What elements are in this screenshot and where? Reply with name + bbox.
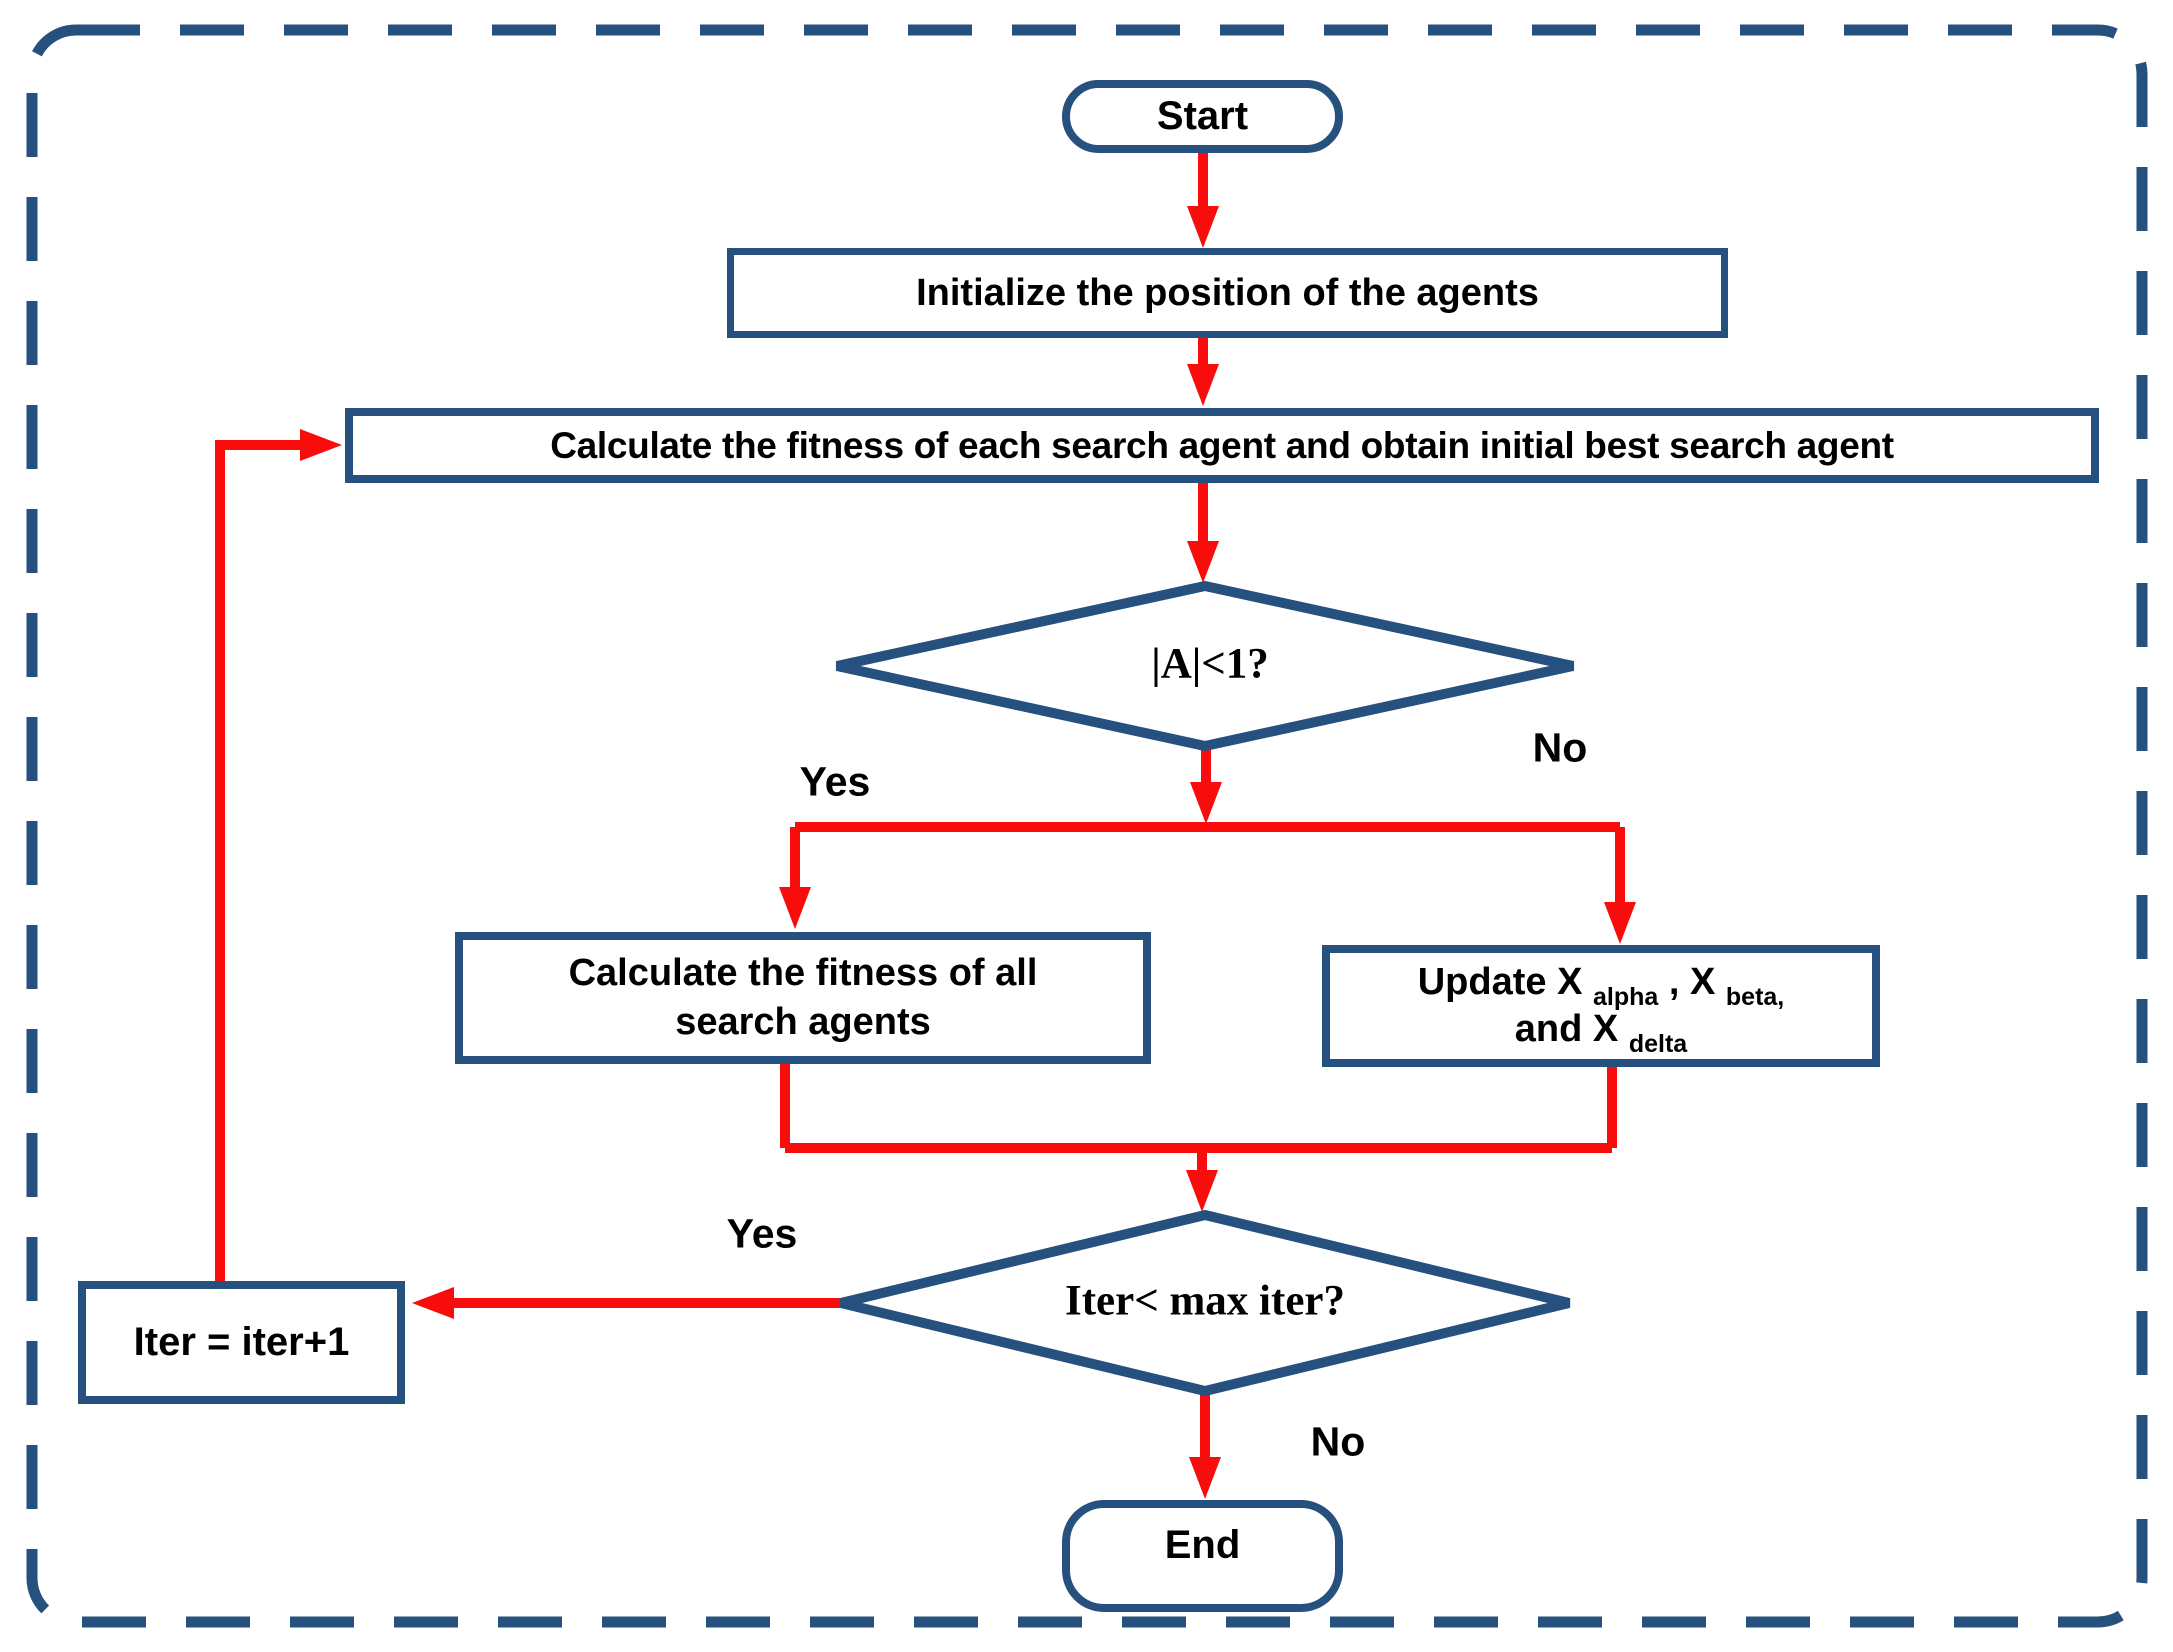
iter-increment-box: Iter = iter+1 [78,1281,405,1404]
start-label: Start [1156,94,1249,138]
arrowhead-split-to-calc-all [779,887,811,929]
start-terminal: Start [1062,80,1343,153]
dashed-border [26,24,2148,1628]
arrowhead-decision-iter-to-end [1189,1457,1221,1499]
edge-label-no-iter: No [1310,1418,1366,1465]
edge-label-yes-a: Yes [799,758,871,805]
update-line2: and X delta [1514,1008,1688,1058]
arrowhead-initialize-to-calculate [1187,364,1219,406]
arrowhead-merge-to-decision-iter [1186,1170,1218,1212]
decision-iter-label: Iter< max iter? [1065,1277,1345,1325]
update-box: Update X alpha , X beta, and X delta [1322,945,1880,1067]
end-label: End [1164,1522,1241,1567]
arrowhead-decision-iter-to-increment [412,1287,454,1319]
arrowhead-loopback-to-calculate [300,429,342,461]
calculate-initial-label: Calculate the fitness of each search age… [550,424,1894,466]
calculate-all-line2: search agents [675,1001,931,1043]
decision-iter-diamond [839,1209,1571,1397]
decision-a-diamond [835,580,1575,752]
arrowhead-start-to-initialize [1187,206,1219,248]
iter-increment-label: Iter = iter+1 [133,1320,350,1364]
end-terminal: End [1062,1500,1343,1612]
edge-label-no-a: No [1532,724,1588,771]
initialize-box: Initialize the position of the agents [727,248,1728,338]
arrowhead-split-to-update [1604,902,1636,944]
edge-label-yes-iter: Yes [726,1210,798,1257]
update-line1: Update X alpha , X beta, [1417,960,1785,1011]
initialize-label: Initialize the position of the agents [916,271,1539,314]
decision-a-label: |A|<1? [1151,640,1269,688]
arrowhead-decision-a-to-split [1190,782,1222,824]
calculate-initial-box: Calculate the fitness of each search age… [345,408,2099,483]
arrowhead-calculate-to-decision-a [1187,541,1219,583]
calculate-all-line1: Calculate the fitness of all [568,951,1038,994]
loopback-wire [215,440,302,1281]
calculate-all-box: Calculate the fitness of all search agen… [455,932,1151,1064]
